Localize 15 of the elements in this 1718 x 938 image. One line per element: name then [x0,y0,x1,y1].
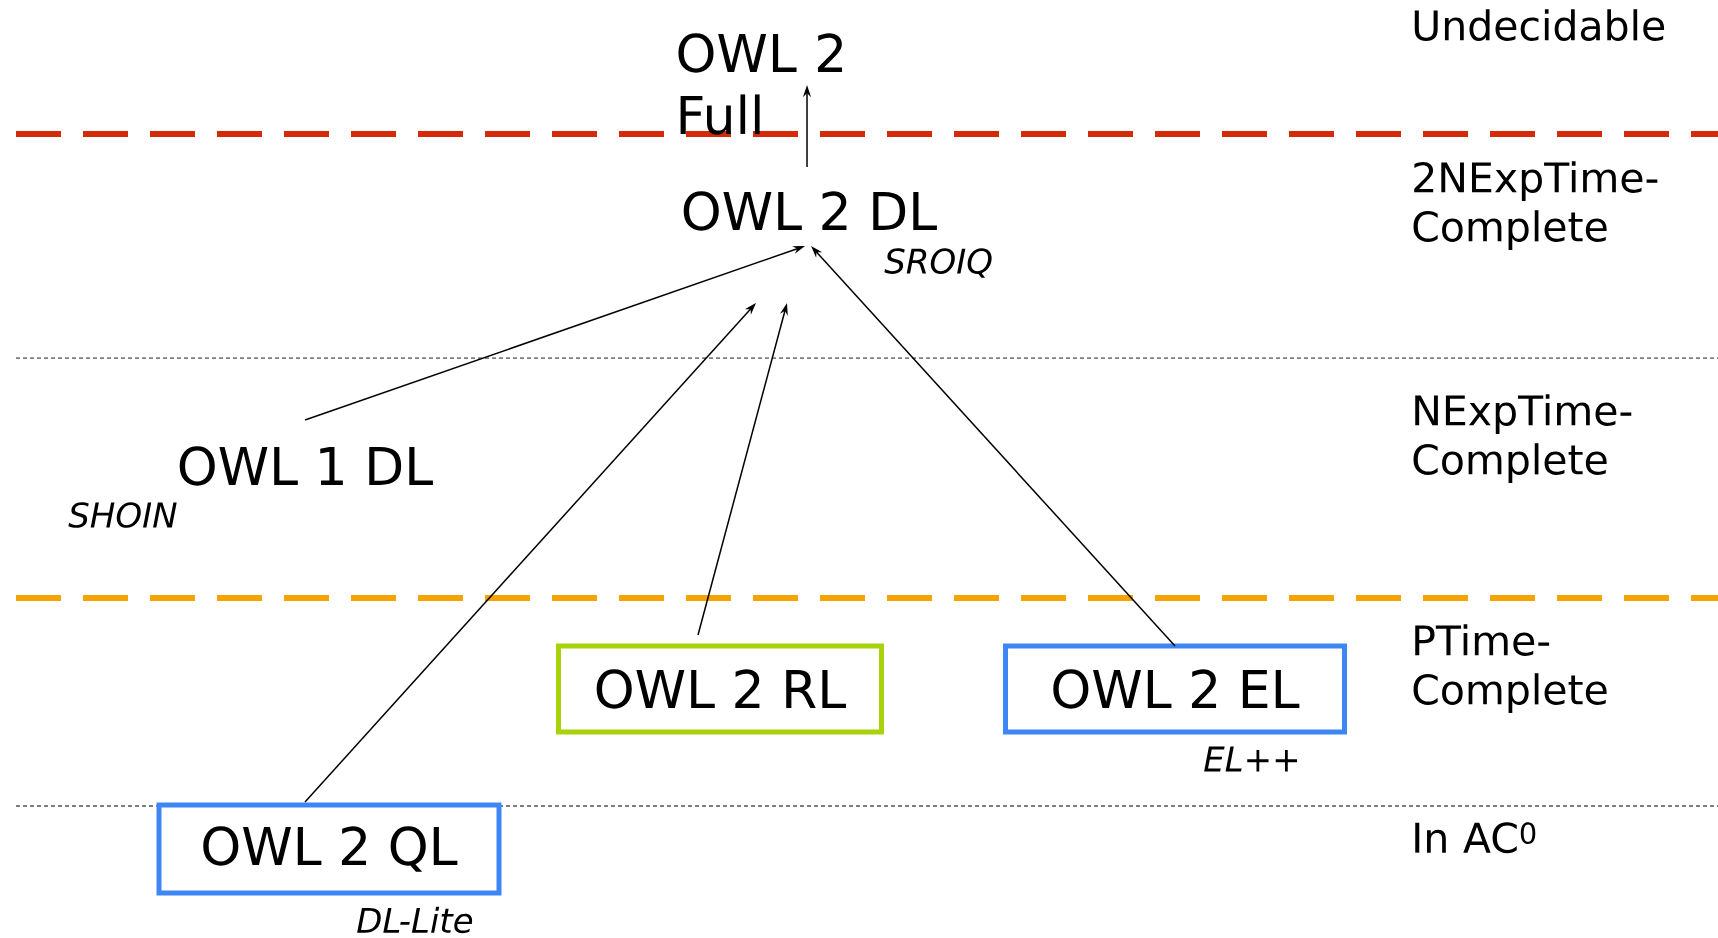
complexity-label: In AC$^{0}$ [1415,822,1536,854]
italic-caption: SHOIN [68,502,177,528]
node-text: OWL 1 DL [179,446,433,486]
process-box: OWL 2 RL [556,643,884,735]
italic-caption: DL-Lite [357,906,473,934]
complexity-label: 2NExpTime-Complete [1413,161,1658,250]
italic-caption: SROIQ [884,248,992,278]
node-text: OWL 2 Full [678,33,843,135]
node-text: OWL 2 DL [683,191,937,231]
process-box: OWL 2 QL [156,802,502,896]
complexity-label: NExpTime-Complete [1413,394,1632,483]
complexity-label: PTime-Complete [1413,624,1607,713]
italic-caption: EL++ [1204,746,1297,772]
process-box: OWL 2 EL [1003,643,1347,735]
complexity-label: Undecidable [1414,9,1665,41]
